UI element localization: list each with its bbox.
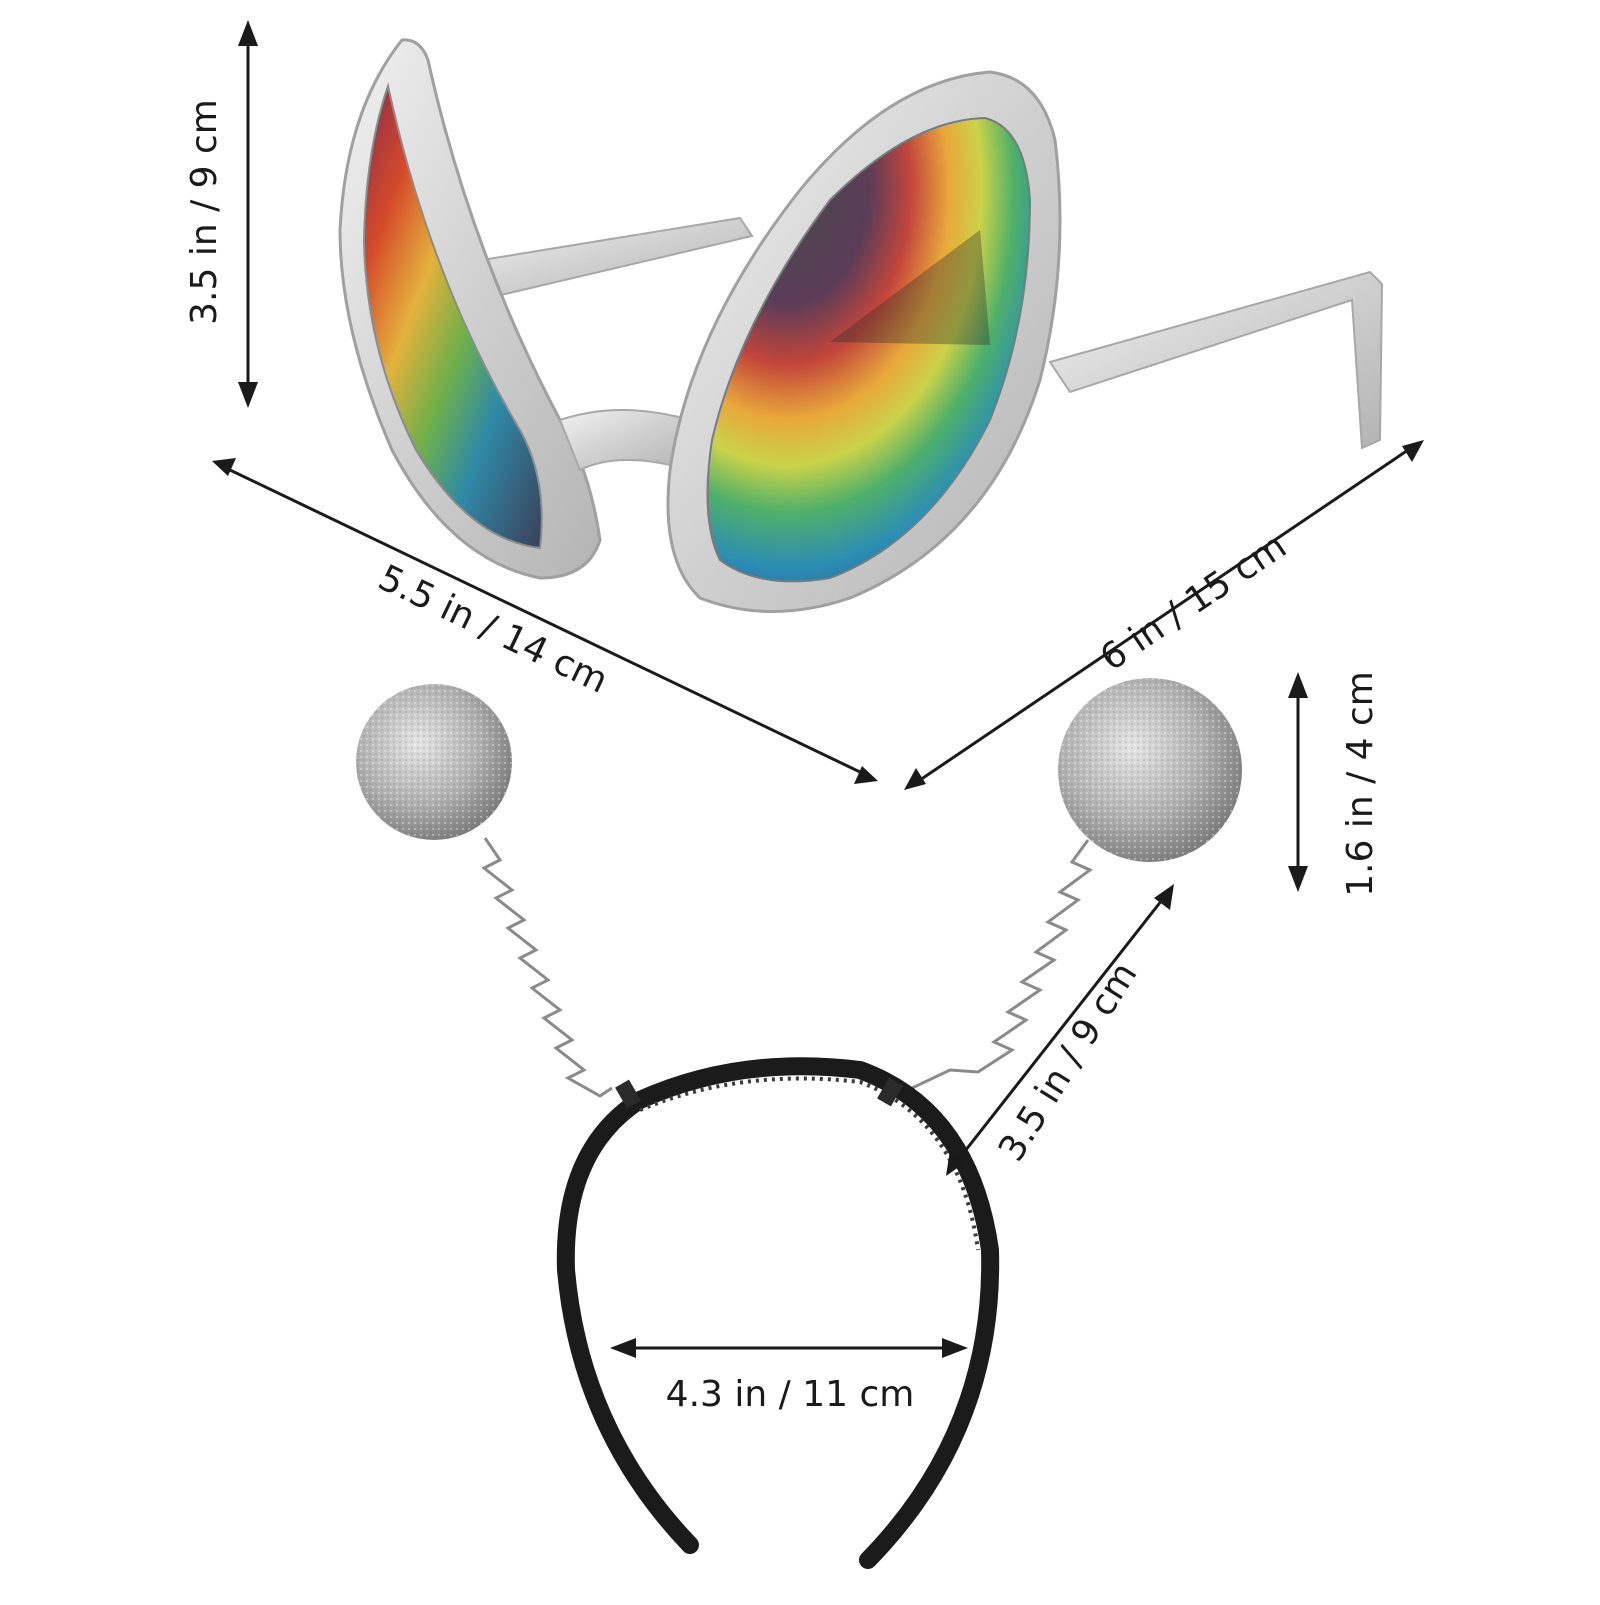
glasses-right-lens — [706, 116, 1032, 583]
left-antenna-base — [615, 1079, 641, 1109]
right-glitter-ball — [1058, 678, 1242, 862]
headband-band — [556, 1057, 1000, 1569]
alien-sunglasses — [338, 38, 1384, 613]
headband-teeth — [639, 1076, 980, 1251]
label-glasses-height: 3.5 in / 9 cm — [184, 99, 225, 325]
dimension-ball-diameter: 1.6 in / 4 cm — [1288, 671, 1381, 897]
glasses-back-temple — [468, 216, 754, 300]
left-antenna-spring — [481, 837, 613, 1098]
label-headband-width: 4.3 in / 11 cm — [666, 1374, 915, 1415]
dimension-glasses-height: 3.5 in / 9 cm — [184, 20, 258, 408]
glasses-lens-reflection — [830, 230, 990, 345]
left-glitter-ball — [356, 684, 512, 840]
dimension-headband-width: 4.3 in / 11 cm — [610, 1338, 968, 1415]
label-antenna-length: 3.5 in / 9 cm — [991, 955, 1145, 1168]
right-antenna-spring — [889, 839, 1093, 1092]
label-glasses-temple-length: 6 in / 15 cm — [1093, 526, 1294, 680]
right-antenna-base — [877, 1077, 903, 1107]
label-ball-diameter: 1.6 in / 4 cm — [1340, 671, 1381, 897]
antenna-headband — [356, 678, 1242, 1569]
glasses-front-temple — [1048, 270, 1384, 450]
glasses-left-lens — [362, 82, 543, 550]
label-glasses-front-width: 5.5 in / 14 cm — [372, 557, 614, 701]
